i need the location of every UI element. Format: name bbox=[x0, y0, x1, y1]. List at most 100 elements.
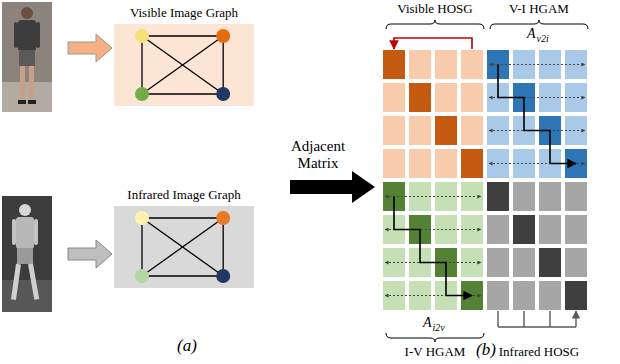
graph-edge bbox=[142, 218, 223, 276]
graph-edge bbox=[142, 36, 223, 94]
matrix-cell bbox=[513, 182, 535, 211]
grey-bracket bbox=[549, 311, 550, 327]
matrix-cell bbox=[383, 83, 405, 112]
quadrant-title: Infrared HOSG bbox=[499, 345, 580, 360]
matrix-cell bbox=[435, 83, 457, 112]
matrix-cell bbox=[513, 215, 535, 244]
quadrant-title: Visible HOSG bbox=[397, 2, 472, 17]
matrix-cell bbox=[487, 182, 509, 211]
matrix-cell bbox=[565, 50, 587, 79]
matrix-cell bbox=[435, 50, 457, 79]
arrow-label: Adjacent Matrix bbox=[278, 138, 358, 173]
matrix-cell bbox=[487, 215, 509, 244]
grey-bracket bbox=[498, 326, 576, 327]
matrix-cell bbox=[539, 281, 561, 310]
adjacency-matrix bbox=[383, 20, 588, 342]
graph-title: Visible Image Graph bbox=[114, 4, 254, 24]
matrix-cell bbox=[513, 248, 535, 277]
brace bbox=[386, 20, 484, 29]
matrix-cell bbox=[513, 50, 535, 79]
graph-edge bbox=[142, 35, 223, 36]
visible-photo bbox=[2, 2, 52, 112]
graph-figure bbox=[114, 24, 254, 106]
matrix-cell bbox=[565, 182, 587, 211]
input-arrow bbox=[68, 240, 112, 268]
matrix-cell bbox=[435, 149, 457, 178]
image-graph: Infrared Image Graph bbox=[114, 186, 254, 288]
path-arrow bbox=[394, 197, 472, 296]
input-arrow bbox=[68, 34, 112, 62]
graph-edge bbox=[142, 275, 223, 276]
matrix-cell bbox=[565, 116, 587, 145]
graph-vertex bbox=[135, 29, 149, 43]
graph-edge bbox=[142, 218, 223, 276]
matrix-cell bbox=[565, 281, 587, 310]
panel-label: (b) bbox=[476, 340, 496, 360]
path-arrow bbox=[498, 65, 576, 164]
graph-edge bbox=[142, 93, 223, 94]
graph-edge bbox=[142, 36, 223, 94]
matrix-cell bbox=[461, 182, 483, 211]
graph-box bbox=[114, 24, 254, 106]
image-graph: Visible Image Graph bbox=[114, 4, 254, 106]
matrix-cell bbox=[409, 281, 431, 310]
matrix-subscript: v2i bbox=[537, 33, 549, 45]
matrix-cell bbox=[383, 149, 405, 178]
grey-bracket bbox=[575, 311, 576, 327]
matrix-cell bbox=[383, 50, 405, 79]
graph-edge bbox=[141, 36, 142, 94]
panel-label: (a) bbox=[177, 336, 197, 356]
matrix-cell bbox=[565, 215, 587, 244]
matrix-cell bbox=[461, 149, 483, 178]
graph-vertex bbox=[216, 29, 230, 43]
graph-vertex bbox=[135, 211, 149, 225]
graph-vertex bbox=[216, 211, 230, 225]
quadrant-title: V-I HGAM bbox=[509, 2, 569, 17]
brace bbox=[386, 333, 484, 342]
matrix-cell bbox=[539, 182, 561, 211]
graph-vertex bbox=[216, 269, 230, 283]
dotted-arrow bbox=[385, 196, 481, 197]
matrix-cell bbox=[409, 83, 431, 112]
big-arrow bbox=[290, 171, 375, 203]
graph-vertex bbox=[135, 87, 149, 101]
red-bracket bbox=[394, 38, 472, 49]
matrix-cell bbox=[513, 281, 535, 310]
matrix-cell bbox=[383, 116, 405, 145]
graph-figure bbox=[114, 206, 254, 288]
graph-edge bbox=[142, 217, 223, 218]
quadrant-title: I-V HGAM bbox=[405, 345, 466, 360]
graph-title: Infrared Image Graph bbox=[114, 186, 254, 206]
graph-edge bbox=[223, 36, 224, 94]
infrared-photo bbox=[2, 196, 52, 312]
matrix-cell bbox=[565, 83, 587, 112]
graph-vertex bbox=[135, 269, 149, 283]
matrix-cell bbox=[409, 149, 431, 178]
matrix-cell bbox=[565, 248, 587, 277]
matrix-cell bbox=[461, 83, 483, 112]
matrix-cell bbox=[461, 215, 483, 244]
matrix-cell bbox=[461, 248, 483, 277]
matrix-cell bbox=[461, 50, 483, 79]
graph-edge bbox=[141, 218, 142, 276]
grey-bracket bbox=[497, 311, 498, 327]
matrix-cell bbox=[409, 116, 431, 145]
matrix-cell bbox=[461, 116, 483, 145]
graph-vertex bbox=[216, 87, 230, 101]
grey-bracket bbox=[523, 311, 524, 327]
graph-box bbox=[114, 206, 254, 288]
matrix-subscript: i2v bbox=[433, 322, 445, 334]
matrix-cell bbox=[487, 281, 509, 310]
matrix-cell bbox=[513, 149, 535, 178]
matrix-cell bbox=[487, 248, 509, 277]
matrix-cell bbox=[539, 215, 561, 244]
matrix-cell bbox=[435, 116, 457, 145]
matrix-cell bbox=[409, 50, 431, 79]
brace bbox=[490, 20, 588, 29]
graph-edge bbox=[223, 218, 224, 276]
matrix-cell bbox=[409, 182, 431, 211]
matrix-cell bbox=[539, 248, 561, 277]
